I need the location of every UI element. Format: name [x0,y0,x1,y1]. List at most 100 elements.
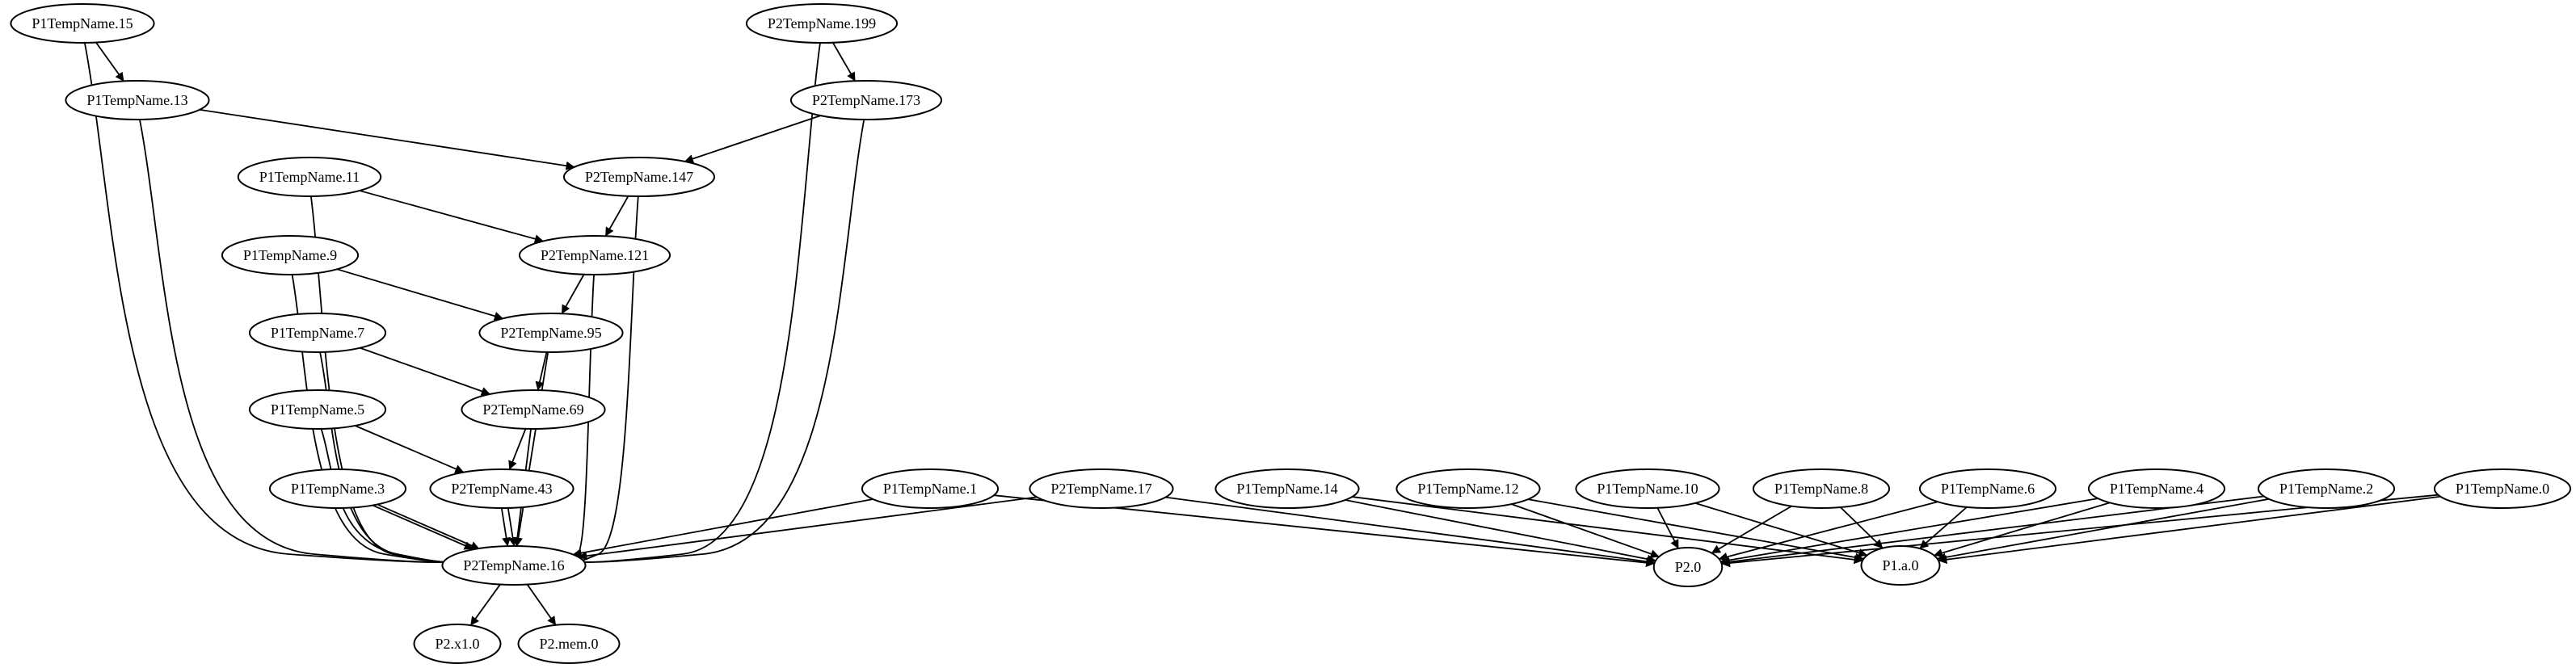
node-label: P1TempName.5 [271,401,364,418]
node-p1tempname-14: P1TempName.14 [1214,468,1360,509]
node-label: P2TempName.16 [463,557,564,573]
edge-p2tempname-43-to-p2tempname-16 [507,507,518,547]
edge-p1tempname-4-to-p1-a-0 [1933,502,2111,557]
edge-p2tempname-17-to-p2tempname-16 [578,496,1038,561]
edge-p1tempname-4-to-p2-0 [1719,498,2098,565]
node-p2tempname-16: P2TempName.16 [441,545,587,586]
edge-p1tempname-9-to-p2tempname-95 [336,268,503,321]
node-ellipse [1860,545,1941,586]
node-label: P1TempName.3 [291,481,385,497]
edge-p2tempname-95-to-p2tempname-16 [514,351,549,547]
node-p2tempname-121: P2TempName.121 [518,235,671,275]
edge-p1tempname-11-to-p2tempname-121 [359,190,544,244]
node-p2tempname-95: P2TempName.95 [478,313,624,353]
edge-p1tempname-1-to-p2tempname-16 [572,498,873,558]
node-p1tempname-7: P1TempName.7 [248,313,387,353]
edge-p2tempname-95-to-p2tempname-69 [535,351,548,391]
node-p2tempname-17: P2TempName.17 [1029,468,1174,509]
node-ellipse [562,157,716,197]
node-p2-x1-0: P2.x1.0 [413,624,502,664]
node-ellipse [478,313,624,353]
node-p2tempname-199: P2TempName.199 [745,3,899,44]
edge-p1tempname-6-to-p2-0 [1718,501,1938,561]
node-ellipse [10,3,155,44]
node-layer: P1TempName.15 P2TempName.199P1TempName.13… [10,3,2572,664]
edge-p1tempname-14-to-p2-0 [1345,499,1656,564]
edge-p2tempname-17-to-p2-0 [1165,496,1656,566]
node-label: P1TempName.11 [259,169,360,185]
node-p1tempname-4: P1TempName.4 [2087,468,2226,509]
node-label: P2TempName.173 [812,92,920,108]
node-label: P1TempName.2 [2279,481,2373,497]
node-p2tempname-147: P2TempName.147 [562,157,716,197]
node-label: P2TempName.147 [585,169,693,185]
edge-p1tempname-13-to-p2tempname-147 [200,108,575,170]
node-label: P1TempName.0 [2456,481,2549,497]
node-ellipse [248,313,387,353]
node-ellipse [1214,468,1360,509]
node-p1tempname-1: P1TempName.1 [861,468,1000,509]
node-p1tempname-13: P1TempName.13 [65,80,210,120]
edge-p1tempname-3-to-p2tempname-16 [377,504,480,550]
edge-p1tempname-5-to-p2tempname-43 [355,425,465,473]
node-p1tempname-3: P1TempName.3 [268,468,407,509]
node-label: P1TempName.12 [1417,481,1518,497]
node-ellipse [2433,468,2572,509]
node-label: P1TempName.4 [2110,481,2203,497]
node-ellipse [2087,468,2226,509]
node-p1tempname-12: P1TempName.12 [1395,468,1541,509]
edge-p1tempname-10-to-p1-a-0 [1694,502,1868,557]
node-ellipse [1918,468,2057,509]
node-label: P1TempName.13 [86,92,187,108]
node-ellipse [65,80,210,120]
node-p1tempname-8: P1TempName.8 [1752,468,1891,509]
node-ellipse [1395,468,1541,509]
node-label: P2TempName.199 [768,15,876,32]
node-label: P1TempName.8 [1774,481,1868,497]
node-ellipse [461,389,606,430]
edge-p1tempname-12-to-p2-0 [1511,503,1660,558]
node-ellipse [1575,468,1720,509]
node-label: P1TempName.9 [243,247,337,263]
node-label: P2.x1.0 [435,636,479,652]
node-p1tempname-5: P1TempName.5 [248,389,387,430]
edge-p2tempname-43-to-p2tempname-16 [500,507,511,547]
node-p2-0: P2.0 [1652,547,1724,587]
edge-p1tempname-0-to-p1-a-0 [1938,495,2441,565]
node-ellipse [2257,468,2396,509]
node-p2tempname-43: P2TempName.43 [429,468,575,509]
node-ellipse [268,468,407,509]
node-label: P2TempName.69 [482,401,583,418]
node-p1-a-0: P1.a.0 [1860,545,1941,586]
node-ellipse [441,545,587,586]
edge-p1tempname-7-to-p2tempname-69 [360,347,490,396]
node-p2tempname-173: P2TempName.173 [789,80,943,120]
edge-p2tempname-173-to-p2tempname-147 [684,115,821,163]
node-label: P1TempName.7 [271,325,364,341]
node-ellipse [429,468,575,509]
edge-p1tempname-3-to-p2tempname-16 [371,504,474,550]
node-ellipse [1652,547,1724,587]
node-label: P2.0 [1675,559,1702,575]
node-label: P1.a.0 [1883,557,1919,573]
edge-p2tempname-199-to-p2tempname-16 [566,42,821,565]
node-p1tempname-6: P1TempName.6 [1918,468,2057,509]
node-p2-mem-0: P2.mem.0 [517,624,621,664]
node-ellipse [518,235,671,275]
node-label: P2TempName.43 [451,481,552,497]
node-p1tempname-9: P1TempName.9 [221,235,360,275]
edge-p2tempname-147-to-p2tempname-121 [604,195,629,237]
node-label: P2TempName.121 [541,247,649,263]
edge-p1tempname-10-to-p2-0 [1656,507,1679,549]
node-ellipse [861,468,1000,509]
edge-p1tempname-15-to-p1tempname-13 [95,42,124,82]
node-ellipse [517,624,621,664]
edge-p2tempname-69-to-p2tempname-43 [508,428,527,470]
edge-p1tempname-8-to-p2-0 [1711,505,1792,554]
node-label: P2TempName.17 [1050,481,1151,497]
node-p1tempname-15: P1TempName.15 [10,3,155,44]
node-label: P1TempName.15 [32,15,133,32]
node-label: P1TempName.10 [1597,481,1698,497]
edge-p1tempname-8-to-p1-a-0 [1840,506,1884,549]
